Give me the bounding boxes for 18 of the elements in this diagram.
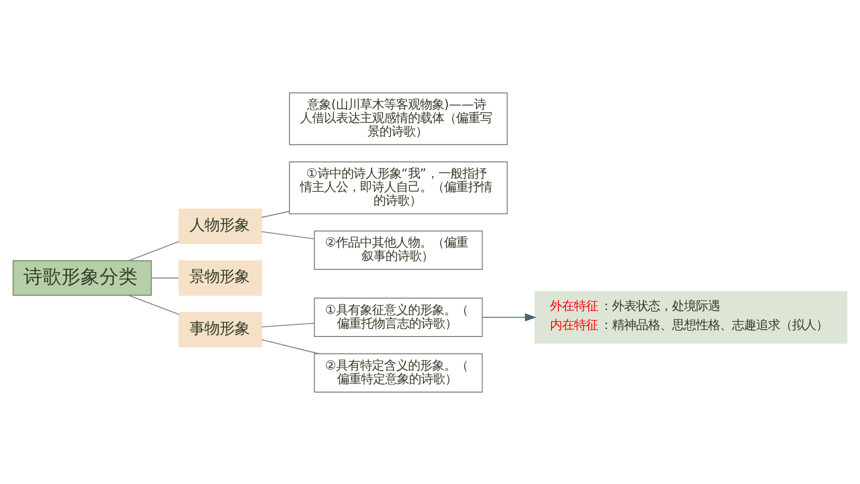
node-box: ①具有象征意义的形象。（偏重托物言志的诗歌）	[314, 297, 483, 336]
connector	[261, 210, 290, 218]
node-box: 事物形象	[178, 312, 262, 348]
connector	[261, 230, 315, 239]
node-box: ②作品中其他人物。（偏重叙事的诗歌）	[314, 230, 483, 270]
node-box: 意象(山川草木等客观物象)——诗人借以表达主观感情的载体（偏重写景的诗歌）	[288, 92, 508, 145]
node-box: 人物形象	[178, 208, 262, 244]
connector	[128, 294, 180, 314]
node-box: ②具有特定含义的形象。（偏重特定意象的诗歌）	[314, 352, 483, 392]
connector	[151, 277, 180, 278]
connector	[128, 240, 180, 261]
node-box: ①诗中的诗人形象“我”，一般指抒情主人公，即诗人自己。（偏重抒情的诗歌）	[288, 160, 508, 214]
connector	[261, 338, 320, 354]
node-box: 景物形象	[178, 260, 262, 296]
node-box: 诗歌形象分类	[12, 260, 152, 296]
node-box: 外在特征：外表状态，处境际遇 内在特征：精神品格、思想性格、志趣追求（拟人）	[534, 290, 848, 344]
connector	[261, 322, 315, 327]
arrow	[482, 312, 536, 321]
